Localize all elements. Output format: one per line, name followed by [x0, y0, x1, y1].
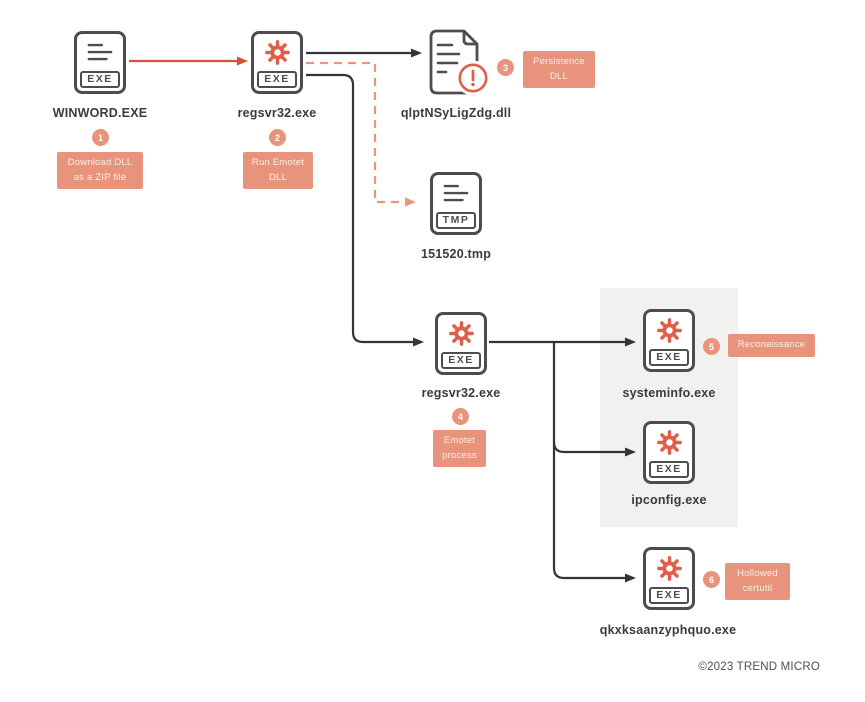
step-badge-6: 6: [703, 571, 720, 588]
step-badge-4: 4: [452, 408, 469, 425]
gear-icon: [646, 312, 692, 349]
arrow-regsvr32-to-tmp-dashed: [306, 61, 416, 207]
ipconfig-label: ipconfig.exe: [631, 493, 707, 507]
file-type-tag: EXE: [649, 349, 689, 366]
ipconfig-exe-icon: EXE: [643, 421, 695, 484]
gear-icon: [254, 34, 300, 71]
file-type-tag: TMP: [436, 212, 476, 229]
persistence-dll-label: qlptNSyLigZdg.dll: [400, 106, 512, 120]
file-type-tag: EXE: [649, 461, 689, 478]
gear-icon: [646, 424, 692, 461]
winword-label: WINWORD.EXE: [52, 106, 148, 120]
tmp-file-icon: TMP: [430, 172, 482, 235]
arrow-to-ipconfig: [552, 441, 636, 457]
dll-document-alert-icon: [429, 29, 491, 96]
step-box-persistence-dll: Persistence DLL: [523, 51, 595, 89]
arrow-to-certutil: [552, 342, 636, 583]
step-box-hollowed-certutil: Hollowed certutil: [725, 563, 790, 601]
document-lines-icon: [77, 34, 123, 71]
file-type-tag: EXE: [649, 587, 689, 604]
regsvr32-first-exe-icon: EXE: [251, 31, 303, 94]
gear-icon: [438, 315, 484, 352]
step-badge-2: 2: [269, 129, 286, 146]
gear-icon: [646, 550, 692, 587]
certutil-exe-icon: EXE: [643, 547, 695, 610]
step-badge-1: 1: [92, 129, 109, 146]
file-type-tag: EXE: [441, 352, 481, 369]
arrow-regsvr32-to-regsvr32: [306, 73, 424, 347]
certutil-label: qkxksaanzyphquo.exe: [599, 623, 737, 637]
regsvr32-first-label: regsvr32.exe: [237, 106, 317, 120]
step-badge-3: 3: [497, 59, 514, 76]
step-badge-5: 5: [703, 338, 720, 355]
file-type-tag: EXE: [257, 71, 297, 88]
document-lines-icon: [433, 175, 479, 212]
tmp-file-label: 151520.tmp: [420, 247, 492, 261]
file-type-tag: EXE: [80, 71, 120, 88]
winword-exe-icon: EXE: [74, 31, 126, 94]
step-box-reconnaissance: Reconaissance: [728, 334, 815, 357]
step-box-download-dll: Download DLL as a ZIP file: [57, 152, 143, 190]
regsvr32-second-exe-icon: EXE: [435, 312, 487, 375]
copyright-text: ©2023 TREND MICRO: [698, 661, 820, 673]
step-box-run-emotet-dll: Run Emotet DLL: [243, 152, 313, 190]
step-box-emotet-process: Emotet process: [433, 430, 486, 468]
systeminfo-exe-icon: EXE: [643, 309, 695, 372]
systeminfo-label: systeminfo.exe: [622, 386, 716, 400]
alert-circle-icon: [455, 60, 491, 96]
regsvr32-second-label: regsvr32.exe: [421, 386, 501, 400]
